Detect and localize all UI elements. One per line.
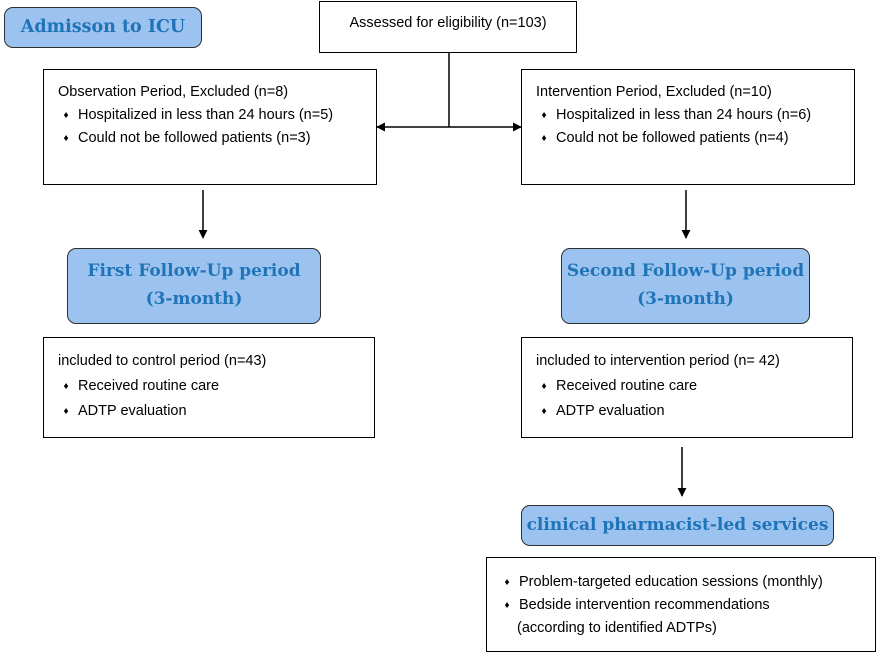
first-followup-line1: First Follow-Up period (87, 261, 301, 281)
second-followup-line1: Second Follow-Up period (566, 261, 805, 281)
intervention-excluded-item: Could not be followed patients (n=4) (536, 127, 854, 150)
observation-excluded-item: Could not be followed patients (n=3) (58, 127, 376, 150)
assessed-label: Assessed for eligibility (n=103) (349, 15, 547, 31)
control-included-box: included to control period (n=43) Receiv… (43, 337, 375, 438)
pharmacist-services-label: clinical pharmacist-led services (526, 515, 829, 535)
intervention-included-box: included to intervention period (n= 42) … (521, 337, 853, 438)
second-followup-box: Second Follow-Up period (3-month) (561, 248, 810, 324)
pharmacist-services-box: clinical pharmacist-led services (521, 505, 834, 546)
services-item: Bedside intervention recommendations (499, 594, 875, 617)
services-box: Problem-targeted education sessions (mon… (486, 557, 876, 652)
intervention-excluded-box: Intervention Period, Excluded (n=10) Hos… (521, 69, 855, 185)
intervention-excluded-title: Intervention Period, Excluded (n=10) (536, 84, 772, 100)
control-included-item: ADTP evaluation (58, 399, 374, 424)
intervention-included-item: Received routine care (536, 374, 852, 399)
first-followup-box: First Follow-Up period (3-month) (67, 248, 321, 324)
control-included-item: Received routine care (58, 374, 374, 399)
observation-excluded-title: Observation Period, Excluded (n=8) (58, 84, 289, 100)
services-item: Problem-targeted education sessions (mon… (499, 571, 875, 594)
first-followup-line2: (3-month) (145, 289, 243, 309)
admission-to-icu-box: Admisson to ICU (4, 7, 202, 48)
intervention-excluded-item: Hospitalized in less than 24 hours (n=6) (536, 104, 854, 127)
control-included-title: included to control period (n=43) (58, 353, 267, 369)
observation-excluded-item: Hospitalized in less than 24 hours (n=5) (58, 104, 376, 127)
observation-excluded-box: Observation Period, Excluded (n=8) Hospi… (43, 69, 377, 185)
admission-label: Admisson to ICU (20, 17, 186, 37)
second-followup-line2: (3-month) (637, 289, 734, 309)
assessed-eligibility-box: Assessed for eligibility (n=103) (319, 1, 577, 53)
intervention-included-title: included to intervention period (n= 42) (536, 353, 780, 369)
services-note: (according to identified ADTPs) (517, 620, 717, 636)
intervention-included-item: ADTP evaluation (536, 399, 852, 424)
